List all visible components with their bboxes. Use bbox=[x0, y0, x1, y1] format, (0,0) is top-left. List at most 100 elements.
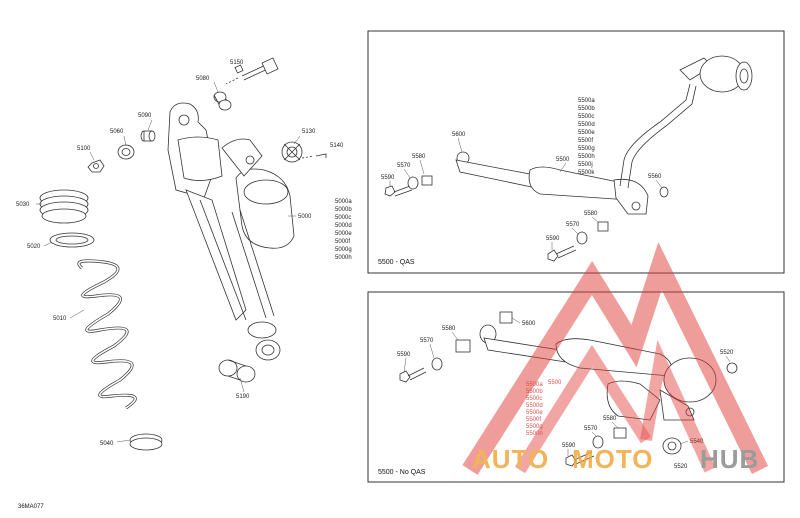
noqas-label-5580b: 5580 bbox=[603, 416, 617, 422]
label-5000: 5000 bbox=[298, 214, 312, 220]
qas-variant-5500e: 5500e bbox=[578, 130, 595, 136]
noqas-label-5590a: 5590 bbox=[397, 352, 411, 358]
part-sleeve-5090 bbox=[140, 130, 156, 142]
part-ring-5020 bbox=[49, 232, 95, 248]
qas-label-5600a: 5600 bbox=[452, 132, 466, 138]
variant-5000c: 5000c bbox=[335, 215, 351, 221]
part-shock-body-5000 bbox=[167, 102, 295, 361]
watermark-triangle-icon bbox=[462, 242, 769, 475]
part-bolt-5150 bbox=[225, 57, 279, 85]
noqas-bolt-5590 bbox=[399, 367, 427, 383]
qas-panel: 5600 5580 5570 5590 5500 5560 5580 5570 … bbox=[367, 30, 785, 274]
variant-5000h: 5000h bbox=[335, 255, 352, 261]
qas-label-5500: 5500 bbox=[556, 157, 570, 163]
part-bushing-5190 bbox=[218, 359, 256, 383]
noqas-bushing-5580 bbox=[455, 339, 471, 353]
noqas-variant-5500b: 5500b bbox=[526, 389, 543, 395]
noqas-label-5580a: 5580 bbox=[442, 326, 456, 332]
noqas-variant-5500h: 5500h bbox=[526, 431, 543, 437]
noqas-ring-5520 bbox=[726, 362, 738, 374]
variant-5000f: 5000f bbox=[335, 239, 350, 245]
noqas-variant-5500a: 5500a bbox=[526, 382, 543, 388]
noqas-label-5590b: 5590 bbox=[562, 443, 576, 449]
watermark-word-moto: MOTO bbox=[572, 444, 654, 474]
qas-variant-5500d: 5500d bbox=[578, 122, 595, 128]
left-variant-list: 5000a 5000b 5000c 5000d 5000e 5000f 5000… bbox=[335, 199, 352, 261]
part-ring-5060 bbox=[117, 144, 135, 160]
noqas-label-5570b: 5570 bbox=[584, 426, 598, 432]
label-5060: 5060 bbox=[110, 129, 124, 135]
noqas-label-5540: 5540 bbox=[690, 439, 704, 445]
label-5140: 5140 bbox=[330, 143, 344, 149]
part-spring-5010 bbox=[77, 259, 137, 410]
noqas-variant-5500f: 5500f bbox=[526, 417, 541, 423]
qas-label-5580a: 5580 bbox=[412, 154, 426, 160]
part-bushing-5080 bbox=[213, 91, 232, 111]
label-5010: 5010 bbox=[53, 316, 67, 322]
variant-5000a: 5000a bbox=[335, 199, 352, 205]
label-5020: 5020 bbox=[27, 244, 41, 250]
qas-leader-lines bbox=[389, 137, 663, 250]
qas-ring-5560 bbox=[659, 186, 669, 198]
watermark-logo: AUTO MOTO HUB bbox=[462, 242, 769, 475]
part-retainer-5040 bbox=[129, 433, 163, 451]
qas-caption: 5500 - QAS bbox=[378, 259, 415, 266]
noqas-bushing-5580b bbox=[613, 427, 627, 439]
label-5080: 5080 bbox=[196, 76, 210, 82]
qas-variant-5500g: 5500g bbox=[578, 146, 595, 152]
qas-variant-5500j: 5500j bbox=[578, 162, 593, 168]
qas-parts bbox=[384, 55, 753, 262]
noqas-label-5570a: 5570 bbox=[420, 338, 434, 344]
noqas-caption: 5500 - No QAS bbox=[378, 469, 426, 476]
label-5130: 5130 bbox=[302, 129, 316, 135]
qas-label-5590a: 5590 bbox=[381, 175, 395, 181]
qas-label-5590b: 5590 bbox=[546, 236, 560, 242]
noqas-variant-list: 5500a 5500b 5500c 5500d 5500e 5500f 5500… bbox=[526, 382, 543, 437]
noqas-variant-5500c: 5500c bbox=[526, 396, 542, 402]
noqas-spacer-5570 bbox=[431, 357, 443, 371]
part-retainer-5030 bbox=[39, 189, 89, 224]
qas-label-5560: 5560 bbox=[648, 174, 662, 180]
variant-5000g: 5000g bbox=[335, 247, 352, 253]
label-5150: 5150 bbox=[230, 60, 244, 66]
noqas-label-5600: 5600 bbox=[522, 321, 536, 327]
qas-variant-5500f: 5500f bbox=[578, 138, 593, 144]
part-nut-5100 bbox=[87, 159, 105, 173]
qas-shock-5500 bbox=[455, 55, 753, 215]
noqas-label-5500: 5500 bbox=[548, 380, 562, 386]
noqas-variant-5500g: 5500g bbox=[526, 424, 543, 430]
variant-5000b: 5000b bbox=[335, 207, 352, 213]
qas-variant-5500h: 5500h bbox=[578, 154, 595, 160]
label-5090: 5090 bbox=[138, 113, 152, 119]
noqas-label-5520b: 5520 bbox=[674, 464, 688, 470]
qas-label-5570a: 5570 bbox=[397, 163, 411, 169]
qas-bolt-5590 bbox=[384, 185, 413, 197]
noqas-variant-5500d: 5500d bbox=[526, 403, 543, 409]
qas-variant-5500k: 5500k bbox=[578, 170, 595, 176]
qas-variant-5500c: 5500c bbox=[578, 114, 594, 120]
noqas-parts bbox=[399, 311, 738, 467]
reference-code: 36MA077 bbox=[18, 504, 44, 510]
part-clip-5140 bbox=[301, 153, 327, 159]
left-leader-lines bbox=[36, 81, 301, 443]
qas-variant-5500a: 5500a bbox=[578, 98, 595, 104]
noqas-spacer-5570b bbox=[592, 435, 604, 449]
qas-bushing-5580 bbox=[421, 175, 433, 186]
qas-bolt-5590b bbox=[547, 245, 577, 262]
watermark-word-hub: HUB bbox=[700, 444, 759, 474]
qas-variant-5500b: 5500b bbox=[578, 106, 595, 112]
qas-variant-list: 5500a 5500b 5500c 5500d 5500e 5500f 5500… bbox=[578, 98, 595, 176]
noqas-sleeve-5600 bbox=[499, 311, 513, 324]
label-5030: 5030 bbox=[16, 202, 30, 208]
left-shock-assembly bbox=[39, 57, 327, 451]
qas-bushing-5580b bbox=[597, 221, 609, 232]
label-5040: 5040 bbox=[100, 441, 114, 447]
part-adjuster-5130 bbox=[281, 141, 303, 163]
noqas-leader-lines bbox=[403, 317, 731, 456]
noqas-adjuster-5540 bbox=[662, 437, 682, 455]
noqas-bolt-5590b bbox=[565, 451, 595, 467]
left-part-labels: 5150 5080 5090 5060 5100 5130 5140 5030 … bbox=[16, 60, 352, 510]
label-5190: 5190 bbox=[236, 394, 250, 400]
noqas-variant-5500e: 5500e bbox=[526, 410, 543, 416]
